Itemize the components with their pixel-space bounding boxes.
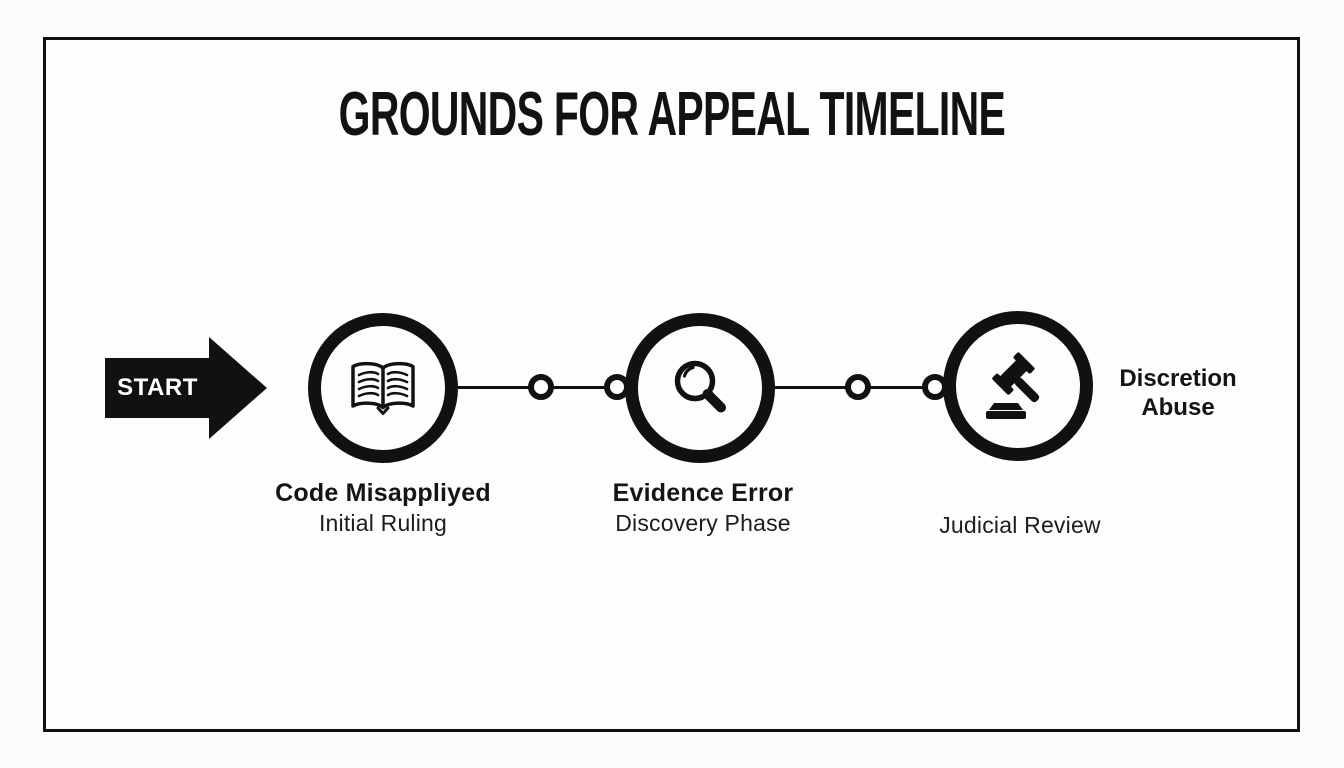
node-subtitle: Initial Ruling	[318, 510, 448, 536]
node-label-code-misapplied: Code Misappliyed Initial Ruling	[263, 479, 503, 537]
open-book-icon	[347, 359, 419, 417]
start-label: START	[117, 374, 198, 401]
milestone-dot	[845, 374, 871, 400]
milestone-dot	[922, 374, 948, 400]
node-label-evidence-error: Evidence Error Discovery Phase	[583, 479, 823, 537]
milestone-dot	[528, 374, 554, 400]
magnifier-icon	[665, 353, 735, 423]
timeline-node-judicial-review	[943, 311, 1093, 461]
title-row: GROUNDS FOR APPEAL TIMELINE	[43, 84, 1300, 146]
node-label-judicial-review: Judicial Review	[900, 509, 1140, 539]
start-arrow-body: START	[105, 358, 210, 418]
node-title: Code Misappliyed	[275, 479, 491, 507]
node-title: Evidence Error	[612, 479, 794, 507]
page-title: GROUNDS FOR APPEAL TIMELINE	[338, 80, 1005, 149]
timeline-node-evidence-error	[625, 313, 775, 463]
node-subtitle: Judicial Review	[939, 512, 1101, 538]
gavel-icon	[982, 351, 1054, 421]
node-title-discretion-abuse: Discretion Abuse	[1119, 365, 1237, 421]
start-arrow-head	[209, 337, 267, 439]
node-subtitle: Discovery Phase	[615, 510, 791, 536]
milestone-dot	[604, 374, 630, 400]
timeline-node-code-misapplied	[308, 313, 458, 463]
start-arrow: START	[105, 337, 267, 439]
